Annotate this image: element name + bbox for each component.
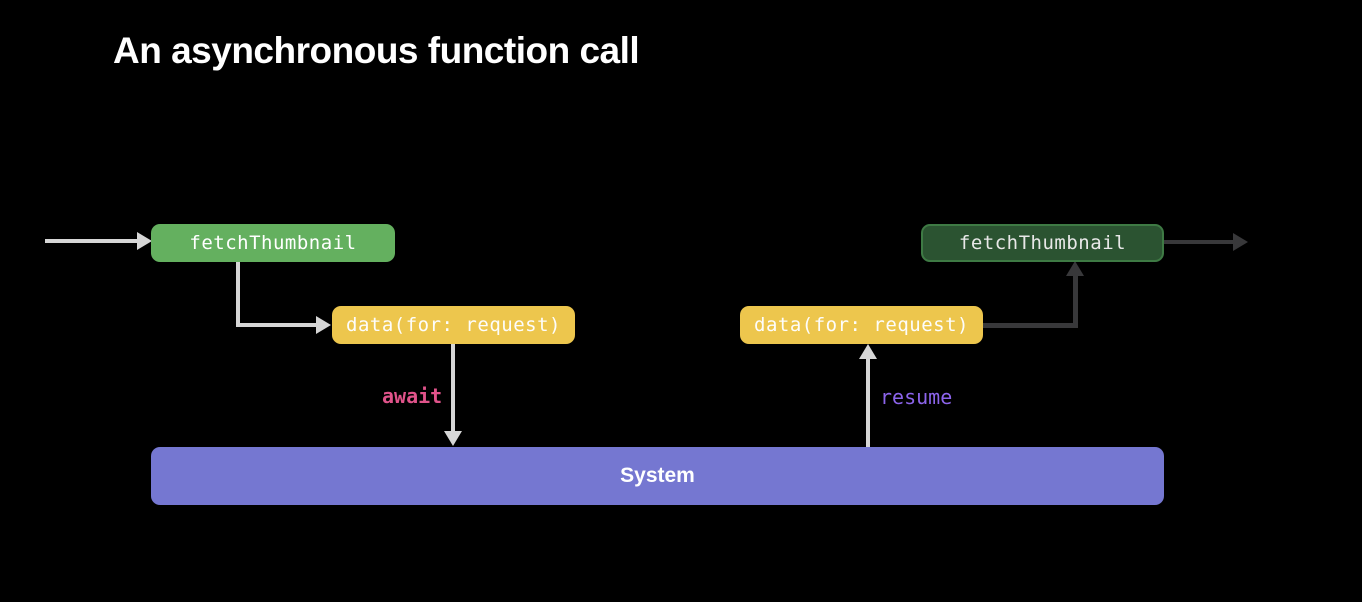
node-fetchthumbnail-resumed-label: fetchThumbnail: [958, 232, 1127, 254]
node-data-for-request-call: data(for: request): [332, 306, 575, 344]
node-fetchthumbnail-active: fetchThumbnail: [151, 224, 395, 262]
call-arrow-vertical-line: [236, 262, 240, 327]
return-arrow-vertical-line: [1073, 274, 1078, 328]
await-arrow-head-icon: [444, 431, 462, 446]
return-arrow-horizontal-line: [983, 323, 1078, 328]
node-data-for-request-resumed: data(for: request): [740, 306, 983, 344]
entry-arrow-line: [45, 239, 141, 243]
node-data-for-request-call-label: data(for: request): [346, 314, 561, 336]
node-fetchthumbnail-active-label: fetchThumbnail: [189, 232, 357, 254]
node-system: System: [151, 447, 1164, 505]
await-arrow-line: [451, 344, 455, 433]
resume-keyword-label: resume: [880, 385, 953, 409]
call-arrow-horizontal-line: [236, 323, 318, 327]
node-data-for-request-resumed-label: data(for: request): [754, 314, 969, 336]
exit-arrow-line: [1164, 240, 1234, 244]
entry-arrow-head-icon: [137, 232, 152, 250]
resume-arrow-head-icon: [859, 344, 877, 359]
node-fetchthumbnail-resumed: fetchThumbnail: [921, 224, 1164, 262]
return-arrow-head-icon: [1066, 261, 1084, 276]
await-keyword-label: await: [382, 384, 443, 408]
node-system-label: System: [620, 464, 695, 487]
exit-arrow-head-icon: [1233, 233, 1248, 251]
call-arrow-head-icon: [316, 316, 331, 334]
resume-arrow-line: [866, 357, 870, 447]
slide-title: An asynchronous function call: [113, 30, 640, 71]
